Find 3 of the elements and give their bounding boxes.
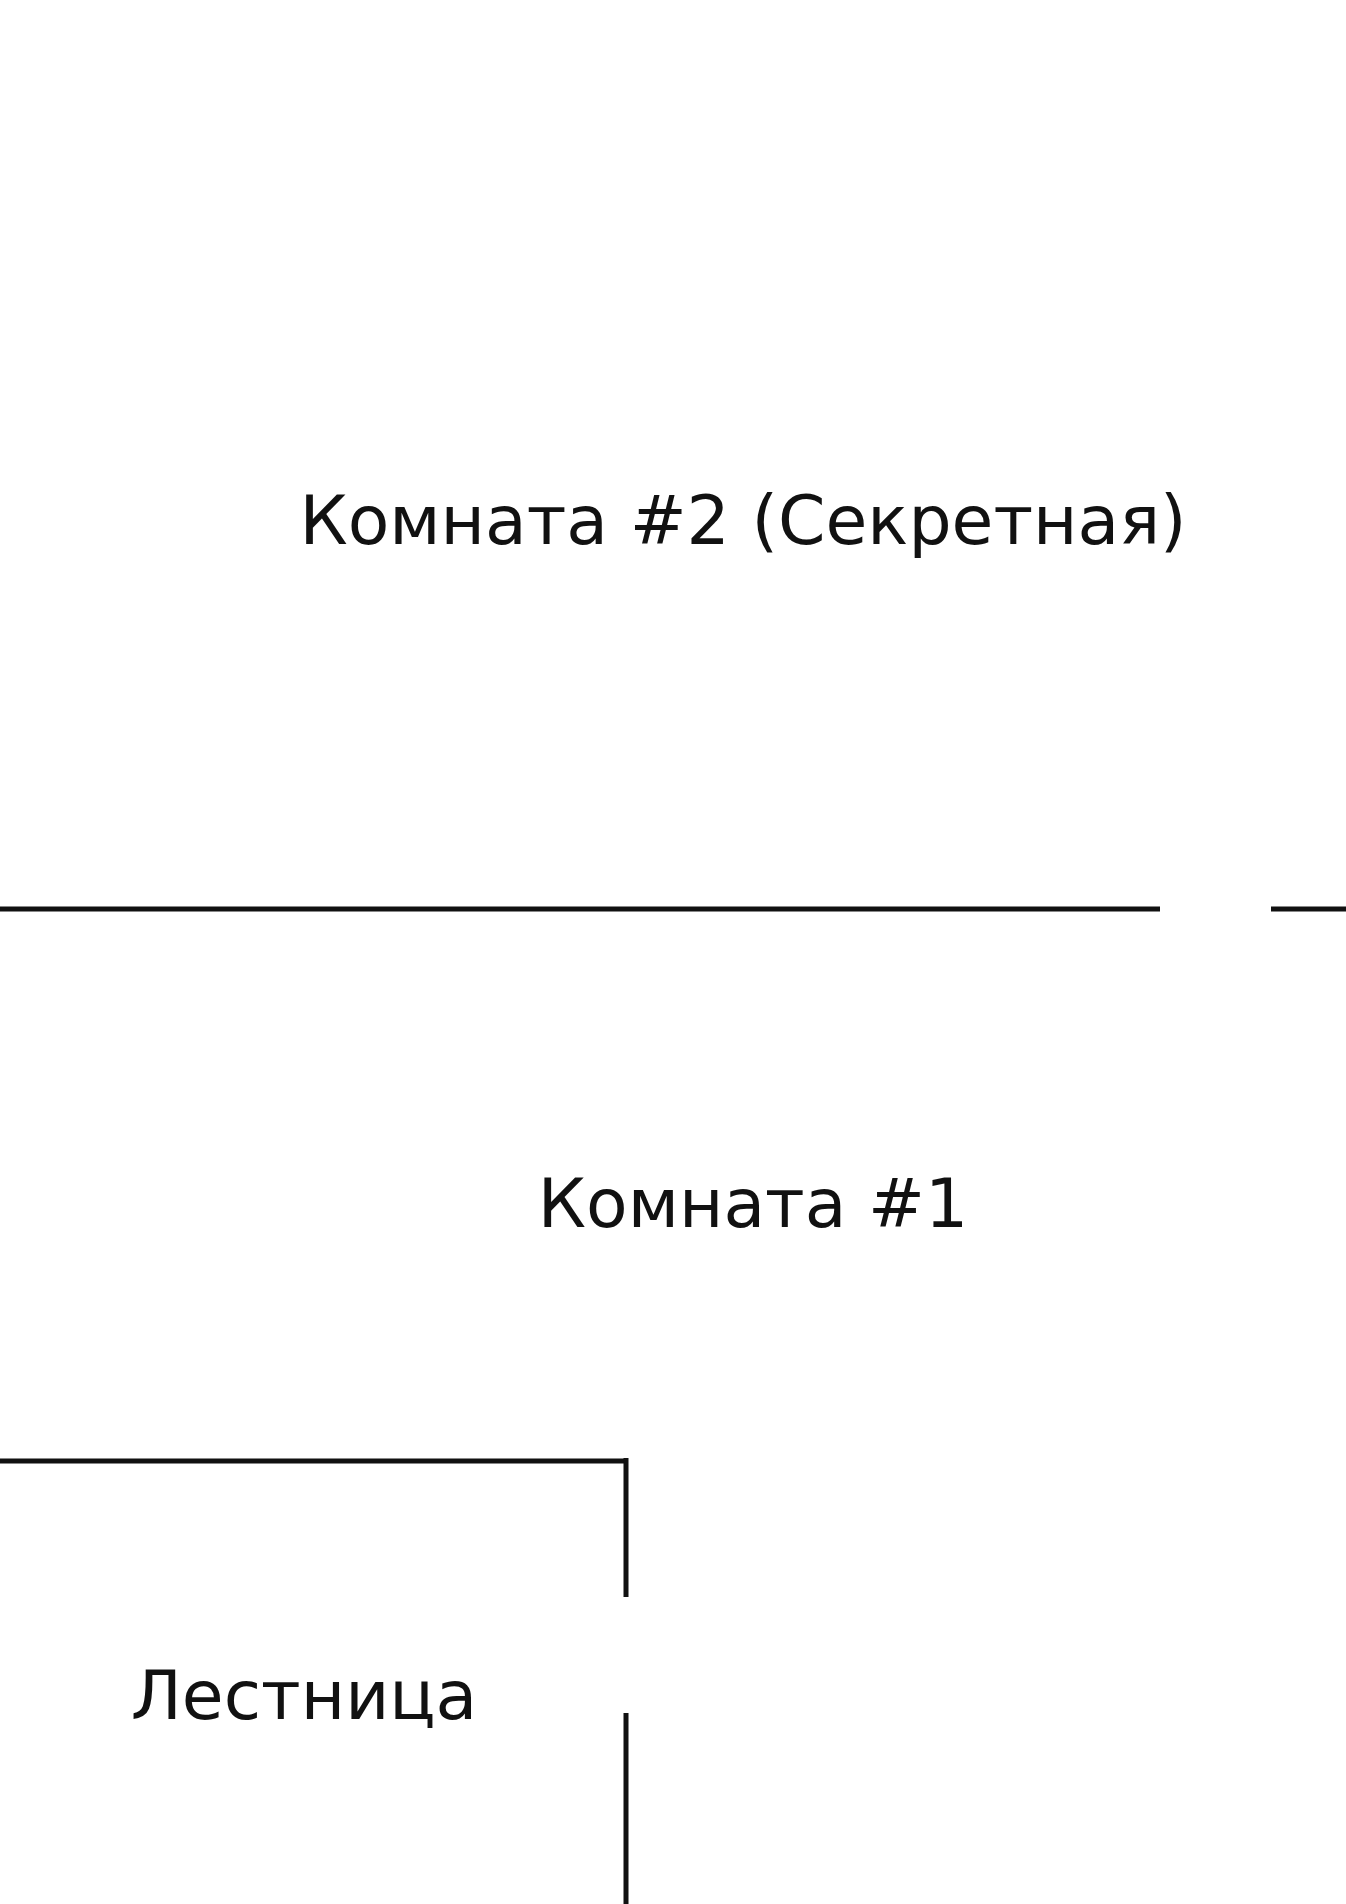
stairs-label: Лестница [130, 1655, 478, 1735]
room-label: Комната #2 (Секретная) [299, 480, 1187, 560]
room-label: Комната #1 [537, 1163, 969, 1243]
